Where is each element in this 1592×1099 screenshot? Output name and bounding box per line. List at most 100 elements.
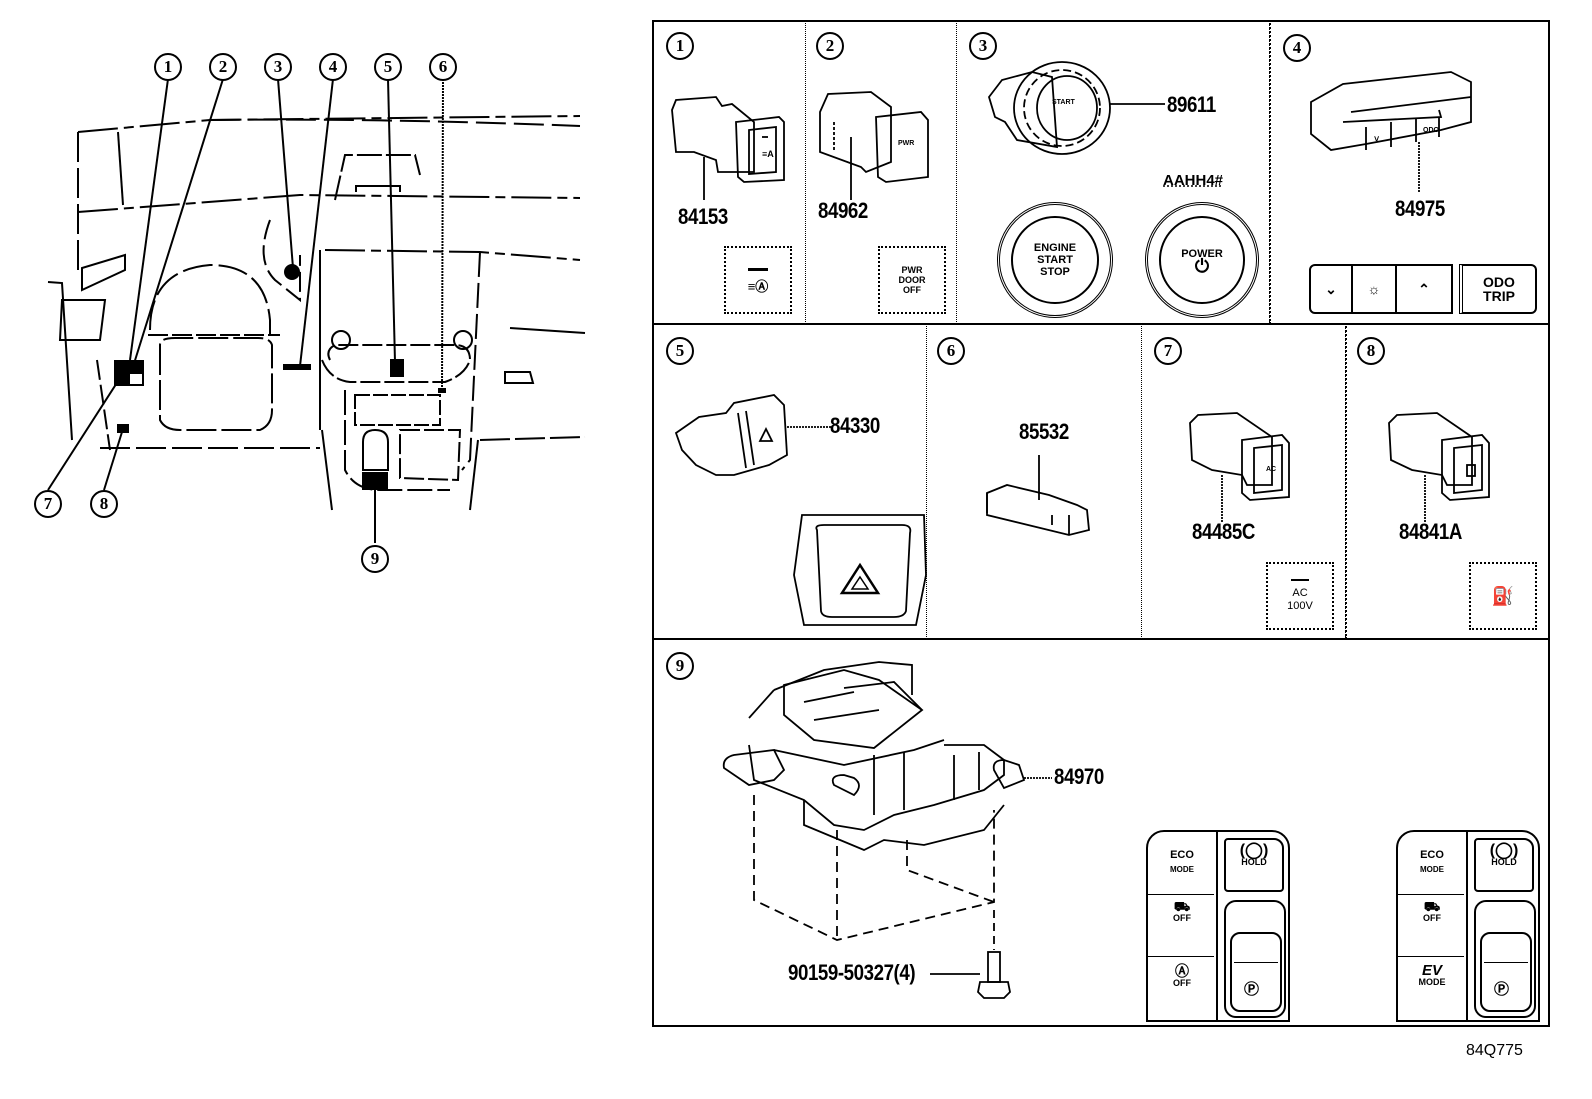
power-icon: ⏻ bbox=[1194, 256, 1210, 276]
panel-7: 7 AC 84485C AC 100V bbox=[1141, 323, 1346, 639]
odo-trip-segment: ODO TRIP bbox=[1459, 264, 1537, 314]
panel-8: 8 84841A ⛽ bbox=[1345, 323, 1550, 639]
marker-3 bbox=[284, 264, 300, 280]
overview-callout-6[interactable]: 6 bbox=[429, 53, 457, 81]
panel-callout-5: 5 bbox=[666, 337, 694, 365]
part-number-84330[interactable]: 84330 bbox=[830, 413, 880, 438]
switch-face-pwr-door-off: PWR DOOR OFF bbox=[878, 246, 946, 314]
panel-callout-9: 9 bbox=[666, 652, 694, 680]
eco-mode-button: ECO MODE bbox=[1148, 848, 1216, 877]
brake-hold-button: (◯) HOLD bbox=[1474, 838, 1534, 892]
part-number-89611[interactable]: 89611 bbox=[1167, 92, 1216, 117]
label-line: ODO bbox=[1483, 274, 1515, 290]
panel-9: 9 84970 90159-50327(4) bbox=[652, 638, 1550, 1027]
label-line: MODE bbox=[1418, 977, 1446, 987]
marker-8 bbox=[117, 424, 129, 433]
part-number-84975[interactable]: 84975 bbox=[1395, 196, 1445, 221]
panel-5: 5 84330 bbox=[652, 323, 927, 639]
marker-6 bbox=[438, 388, 446, 393]
switch-84962-drawing: PWR bbox=[819, 91, 929, 200]
traction-off-button: ⛟ OFF bbox=[1398, 899, 1466, 923]
dashboard-light-icon: ☼ bbox=[1367, 281, 1381, 297]
hazard-switch-84330-drawing bbox=[674, 394, 927, 626]
overview-callout-8[interactable]: 8 bbox=[90, 490, 118, 518]
label-line: AC bbox=[1292, 587, 1308, 599]
brake-hold-button: (◯) HOLD bbox=[1224, 838, 1284, 892]
overview-callout-7[interactable]: 7 bbox=[34, 490, 62, 518]
overview-callout-1[interactable]: 1 bbox=[154, 53, 182, 81]
overview-callout-2[interactable]: 2 bbox=[209, 53, 237, 81]
ev-mode-button: EV MODE bbox=[1398, 963, 1466, 987]
meter-switch-84975-drawing: ˅ ODO bbox=[1310, 71, 1472, 192]
label-line: DOOR bbox=[898, 275, 926, 285]
center-switch-face-b: ECO MODE ⛟ OFF EV MODE (◯) HOLD Ⓟ bbox=[1396, 830, 1540, 1022]
chevron-up-segment: ⌃ bbox=[1395, 264, 1453, 314]
label-line: OFF bbox=[903, 285, 921, 295]
chevron-down-icon: ⌄ bbox=[1325, 280, 1337, 297]
label-line: MODE bbox=[1420, 865, 1444, 874]
panel-3: 3 START 89611 AAHH4# ENGINE START STOP P… bbox=[956, 20, 1270, 324]
overview-callout-9[interactable]: 9 bbox=[361, 545, 389, 573]
traction-off-icon: ⛟ bbox=[1173, 899, 1191, 914]
label-line: MODE bbox=[1170, 865, 1194, 874]
label-line: PWR bbox=[901, 265, 923, 275]
overview-callout-4[interactable]: 4 bbox=[319, 53, 347, 81]
brake-hold-icon: (◯) bbox=[1489, 842, 1519, 859]
connector-85532-drawing bbox=[986, 455, 1090, 536]
parking-brake-switch: Ⓟ bbox=[1474, 900, 1536, 1018]
parking-p-icon: Ⓟ bbox=[1244, 981, 1260, 998]
ev-icon: EV bbox=[1421, 962, 1442, 979]
part-number-84962[interactable]: 84962 bbox=[818, 198, 868, 223]
traction-off-icon: ⛟ bbox=[1423, 899, 1441, 914]
panel-callout-7: 7 bbox=[1154, 337, 1182, 365]
panel-callout-8: 8 bbox=[1357, 337, 1385, 365]
switch-face-ac-100v: AC 100V bbox=[1266, 562, 1334, 630]
start-switch-89611-drawing: START bbox=[988, 61, 1165, 155]
label-line: POWER bbox=[1181, 248, 1223, 260]
dashboard-light-segment: ☼ bbox=[1351, 264, 1397, 314]
switch-84841a-drawing bbox=[1388, 412, 1490, 523]
panel-callout-3: 3 bbox=[969, 32, 997, 60]
eco-mode-button: ECO MODE bbox=[1398, 848, 1466, 877]
part-number-84841a[interactable]: 84841A bbox=[1399, 519, 1462, 544]
engine-start-stop-button-face: ENGINE START STOP bbox=[997, 202, 1113, 318]
label-line: HOLD bbox=[1491, 857, 1517, 867]
svg-text:˅: ˅ bbox=[1374, 134, 1380, 144]
auto-headlight-leveling-icon: ≡Ⓐ bbox=[747, 279, 769, 294]
figure-code: 84Q775 bbox=[1466, 1042, 1523, 1059]
svg-text:ODO: ODO bbox=[1423, 127, 1440, 134]
hazard-triangle-icon bbox=[839, 562, 881, 595]
panel-callout-2: 2 bbox=[816, 32, 844, 60]
brake-hold-icon: (◯) bbox=[1239, 842, 1269, 859]
panel-1: 1 ≡A 84153 ≡Ⓐ bbox=[652, 20, 806, 324]
variant-code: AAHH4# bbox=[1163, 172, 1224, 189]
power-button-face: POWER ⏻ bbox=[1145, 202, 1259, 318]
marker-9 bbox=[362, 472, 388, 490]
marker-5 bbox=[390, 359, 404, 377]
part-number-84970[interactable]: 84970 bbox=[1054, 764, 1104, 789]
label-line: 100V bbox=[1287, 600, 1313, 612]
label-line: OFF bbox=[1173, 978, 1191, 988]
part-number-84153[interactable]: 84153 bbox=[678, 204, 728, 229]
parking-p-icon: Ⓟ bbox=[1494, 981, 1510, 998]
overview-callout-3[interactable]: 3 bbox=[264, 53, 292, 81]
label-line: ECO bbox=[1420, 849, 1444, 861]
panel-6: 6 85532 bbox=[926, 323, 1142, 639]
part-number-90159-50327[interactable]: 90159-50327(4) bbox=[788, 960, 916, 985]
label-line: TRIP bbox=[1483, 288, 1515, 304]
chevron-up-icon: ⌃ bbox=[1418, 280, 1430, 297]
label-line: ENGINE bbox=[1033, 242, 1077, 254]
center-switch-84970-drawing bbox=[722, 661, 1052, 999]
part-number-85532[interactable]: 85532 bbox=[1019, 419, 1069, 444]
svg-text:≡A: ≡A bbox=[762, 149, 774, 159]
svg-text:PWR: PWR bbox=[898, 140, 914, 147]
svg-text:START: START bbox=[1052, 99, 1076, 106]
auto-hold-off-button: Ⓐ OFF bbox=[1148, 963, 1216, 988]
label-line: OFF bbox=[1423, 913, 1441, 923]
marker-4 bbox=[283, 364, 311, 370]
overview-callout-5[interactable]: 5 bbox=[374, 53, 402, 81]
panel-2: 2 PWR 84962 PWR DOOR OFF bbox=[805, 20, 957, 324]
switch-face-fuel-door: ⛽ bbox=[1469, 562, 1537, 630]
auto-hold-a-icon: Ⓐ bbox=[1175, 963, 1189, 979]
part-number-84485c[interactable]: 84485C bbox=[1192, 519, 1255, 544]
